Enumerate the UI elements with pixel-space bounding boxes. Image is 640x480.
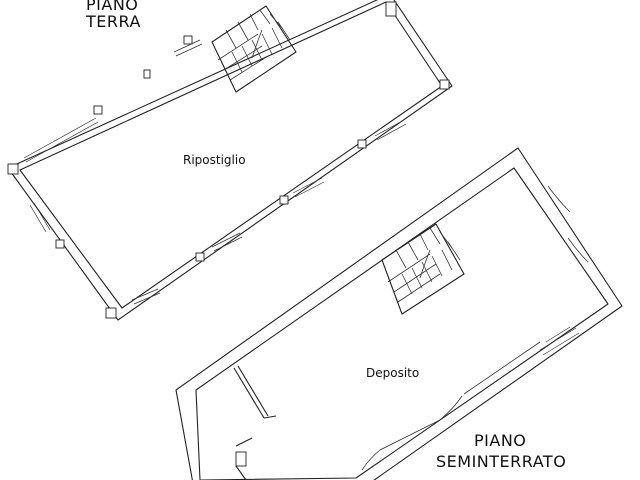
ground-floor-label-line1: PIANO	[86, 0, 138, 14]
ground-floor-windows	[23, 117, 407, 305]
basement-staircase	[381, 223, 465, 315]
ground-floor-top-opening	[173, 35, 203, 57]
basement-partitions	[233, 365, 277, 480]
ground-floor-pillars	[7, 1, 450, 319]
ground-floor-staircase	[211, 5, 297, 93]
ground-floor-outer-wall	[7, 0, 453, 321]
basement-floor-label-line1: PIANO	[474, 431, 526, 450]
basement-outer-wall	[175, 147, 623, 480]
basement-floor-plan: Deposito PIANO SEMINTERRATO	[175, 147, 623, 480]
ground-floor-label-line2: TERRA	[85, 12, 141, 31]
ground-floor-plan: PIANO TERRA Ripostiglio	[7, 0, 453, 321]
room-label-deposito: Deposito	[366, 366, 419, 380]
basement-windows	[361, 185, 589, 471]
basement-floor-label-line2: SEMINTERRATO	[436, 452, 566, 471]
room-label-ripostiglio: Ripostiglio	[183, 153, 246, 167]
basement-inner-wall	[195, 167, 609, 480]
